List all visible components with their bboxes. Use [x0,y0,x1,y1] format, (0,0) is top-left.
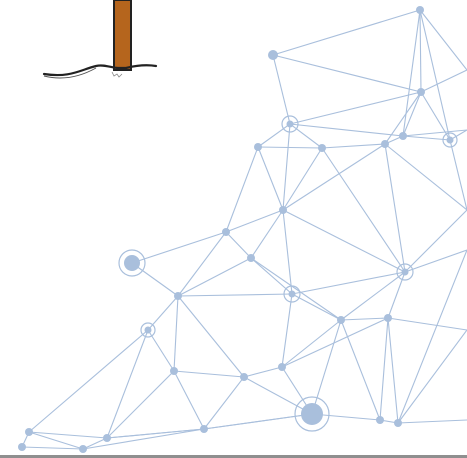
network-edge [290,124,322,148]
network-node [200,425,208,433]
network-node [18,443,26,451]
network-node [222,228,230,236]
network-edge [204,414,312,429]
network-edge [282,294,292,367]
network-edge [204,377,244,429]
network-edge [29,330,148,432]
network-edge [251,210,283,258]
network-edge [403,10,420,136]
network-edge [341,272,405,320]
network-edge [107,371,174,438]
network-node [25,428,33,436]
network-edge [132,232,226,263]
network-edge [283,148,322,210]
network-edge [226,147,258,232]
network-edge [273,55,290,124]
network-edge [283,144,385,210]
network-edge [388,318,467,330]
network-edge [292,272,405,294]
network-edge [174,371,244,377]
network-node [337,316,345,324]
network-edge [398,330,467,423]
wooden-post-illustration [44,0,156,78]
network-node [279,206,287,214]
network-edge [421,70,467,92]
network-edge [405,210,467,272]
network-edge [251,258,341,320]
network-node [240,373,248,381]
network-edge [450,140,467,210]
network-node [447,137,454,144]
network-edge [244,377,312,414]
network-edge [178,232,226,296]
network-edge [398,420,467,423]
network-edges [22,10,467,449]
network-node [254,143,262,151]
network-edge [258,124,290,147]
network-node [170,367,178,375]
network-edge [322,148,405,272]
network-edge [178,258,251,296]
network-edge [178,294,292,296]
network-node [318,144,326,152]
network-edge [258,147,322,148]
network-node [402,269,409,276]
network-node [145,327,152,334]
network-edge [273,10,420,55]
network-node [394,419,402,427]
network-node [417,88,425,96]
network-edge [258,147,283,210]
network-edge [244,367,282,377]
network-edge [226,210,283,232]
network-edge [312,320,341,414]
network-node [384,314,392,322]
network-edge [388,318,398,423]
network-edge [420,10,421,92]
network-edge [283,124,290,210]
network-edge [22,447,83,449]
network-edge [385,144,405,272]
network-node [174,292,182,300]
network-edge [83,429,204,449]
network-node [79,445,87,453]
network-node [124,255,140,271]
network-node [268,50,278,60]
network-edge [341,320,380,420]
network-edge [398,250,467,423]
network-node [247,254,255,262]
network-edge [178,296,244,377]
network-edge [283,210,405,272]
network-node [301,403,323,425]
network-node [416,6,424,14]
network-edge [385,144,467,210]
network-edge [341,318,388,320]
network-edge [132,263,178,296]
network-edge [290,92,421,124]
network-node [287,121,294,128]
network-edge [273,55,421,92]
network-node [278,363,286,371]
network-edge [29,432,107,438]
network-edge [405,250,467,272]
network-edge [226,232,251,258]
network-node [399,132,407,140]
network-edge [380,318,388,420]
network-node [289,291,296,298]
network-edge [174,371,204,429]
network-node [381,140,389,148]
network-edge [290,124,403,136]
network-node [376,416,384,424]
network-edge [322,144,385,148]
network-edge [107,330,148,438]
network-edge [174,296,178,371]
network-node [103,434,111,442]
